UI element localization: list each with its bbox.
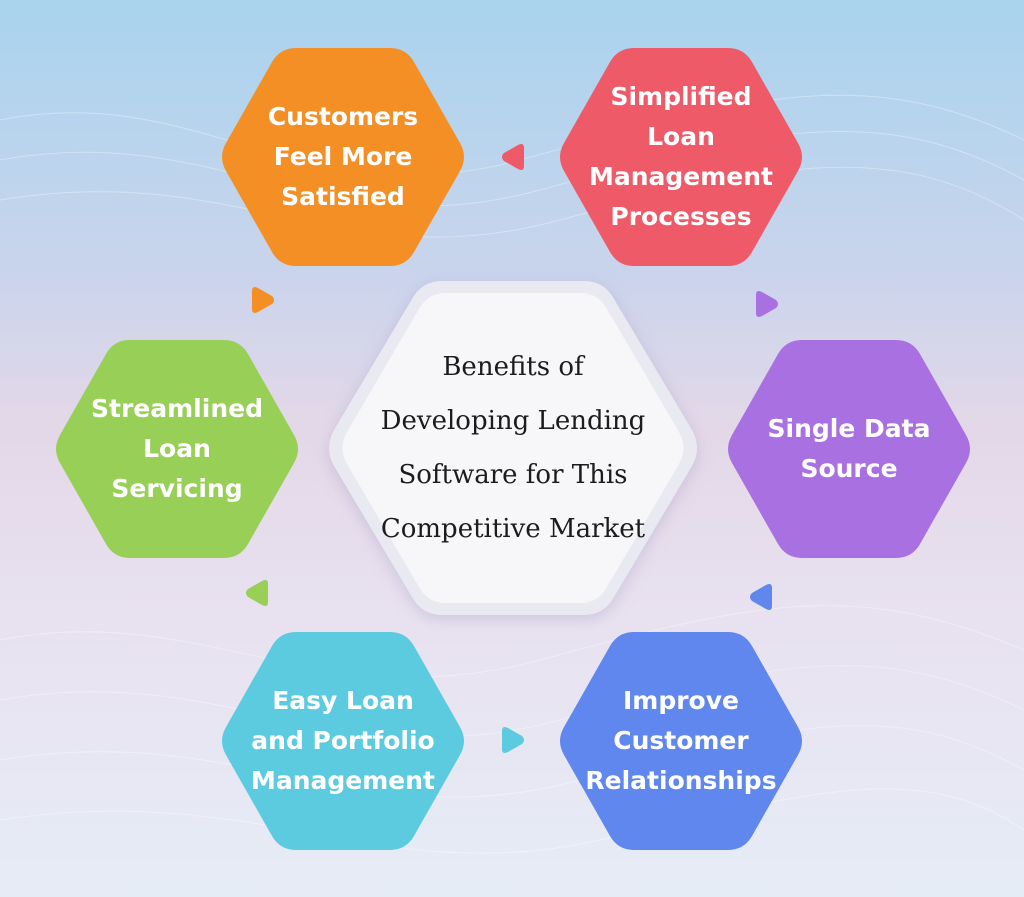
node-label-line: Source [800,454,898,483]
node-label-line: and Portfolio [251,726,435,755]
center-title: Benefits of Developing Lending Software … [352,315,674,581]
node-label-line: Loan [647,122,715,151]
node-easy-loan-portfolio: Easy Loan and Portfolio Management [220,630,466,852]
center-hexagon: Benefits of Developing Lending Software … [322,275,704,621]
arrow-left-icon [246,580,268,606]
node-streamlined-loan-servicing: Streamlined Loan Servicing [54,338,300,560]
node-label-line: Servicing [111,474,243,503]
center-title-line-4: Competitive Market [380,514,646,544]
node-label-line: Processes [610,202,752,231]
arrow-right-icon [756,291,778,317]
node-single-data-source: Single Data Source [726,338,972,560]
arrow-right-icon [252,287,274,313]
node-label-line: Customer [613,726,749,755]
node-customers-satisfied: Customers Feel More Satisfied [220,46,466,268]
node-label-line: Improve [622,686,739,715]
node-label-line: Simplified [610,82,752,111]
node-label-line: Loan [143,434,211,463]
arrow-left-icon [750,584,772,610]
node-label-line: Management [588,162,774,191]
node-improve-customer-relationships: Improve Customer Relationships [558,630,804,852]
node-label-line: Feel More [273,142,413,171]
node-label-line: Relationships [585,766,777,795]
arrow-right-icon [502,727,524,753]
center-title-line-2: Developing Lending [380,406,646,436]
node-label-line: Management [250,766,436,795]
node-label-line: Streamlined [91,394,263,423]
node-label-line: Satisfied [281,182,405,211]
node-label-line: Customers [267,102,419,131]
node-label-line: Single Data [767,414,931,443]
center-title-line-3: Software for This [398,460,628,490]
center-title-line-1: Benefits of [442,352,584,382]
node-label-line: Easy Loan [272,686,414,715]
arrow-left-icon [502,144,524,170]
node-simplified-loan-management: Simplified Loan Management Processes [558,46,804,268]
